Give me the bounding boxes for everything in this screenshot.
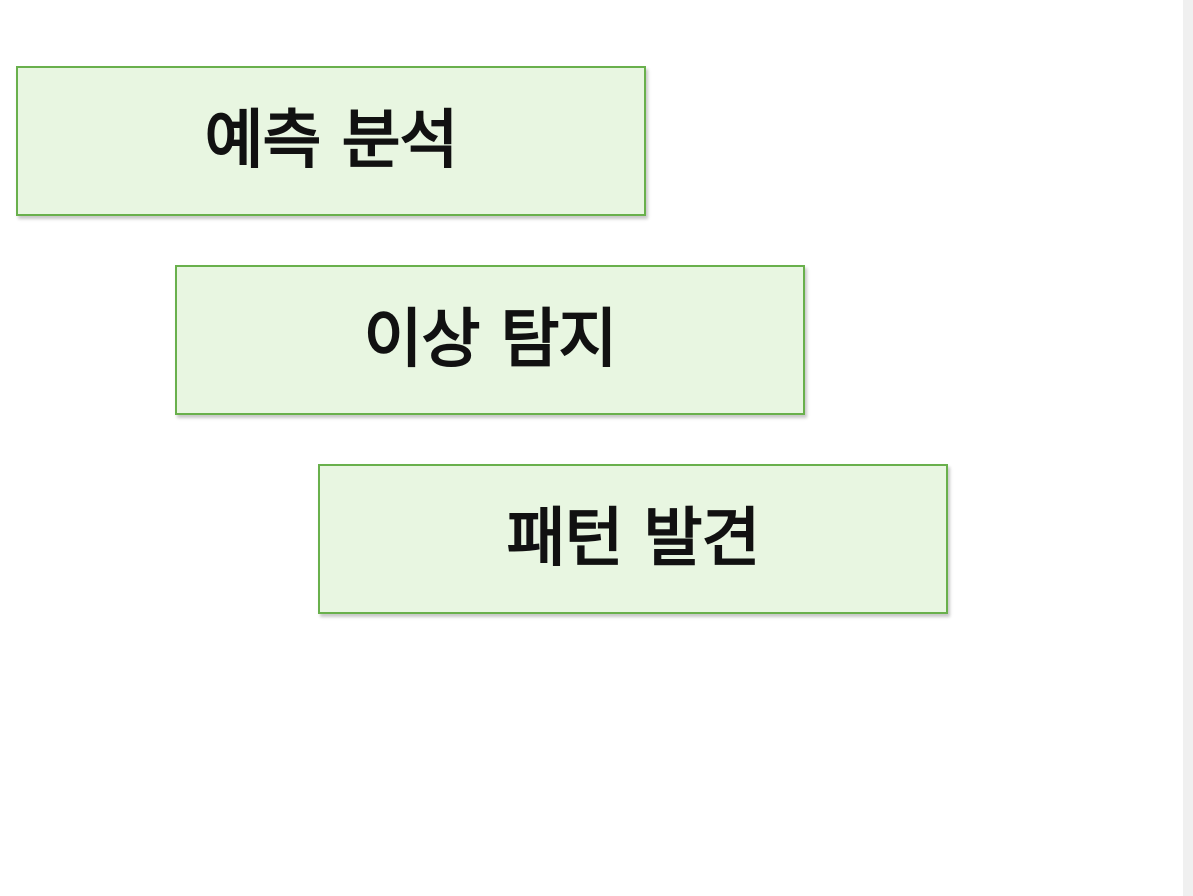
box-anomaly-detection: 이상 탐지 <box>175 265 805 415</box>
page-edge <box>1183 0 1193 896</box>
box-label: 이상 탐지 <box>363 303 618 377</box>
box-pattern-discovery: 패턴 발견 <box>318 464 948 614</box>
box-label: 패턴 발견 <box>506 502 761 576</box>
box-label: 예측 분석 <box>204 104 459 178</box>
box-predictive-analysis: 예측 분석 <box>16 66 646 216</box>
